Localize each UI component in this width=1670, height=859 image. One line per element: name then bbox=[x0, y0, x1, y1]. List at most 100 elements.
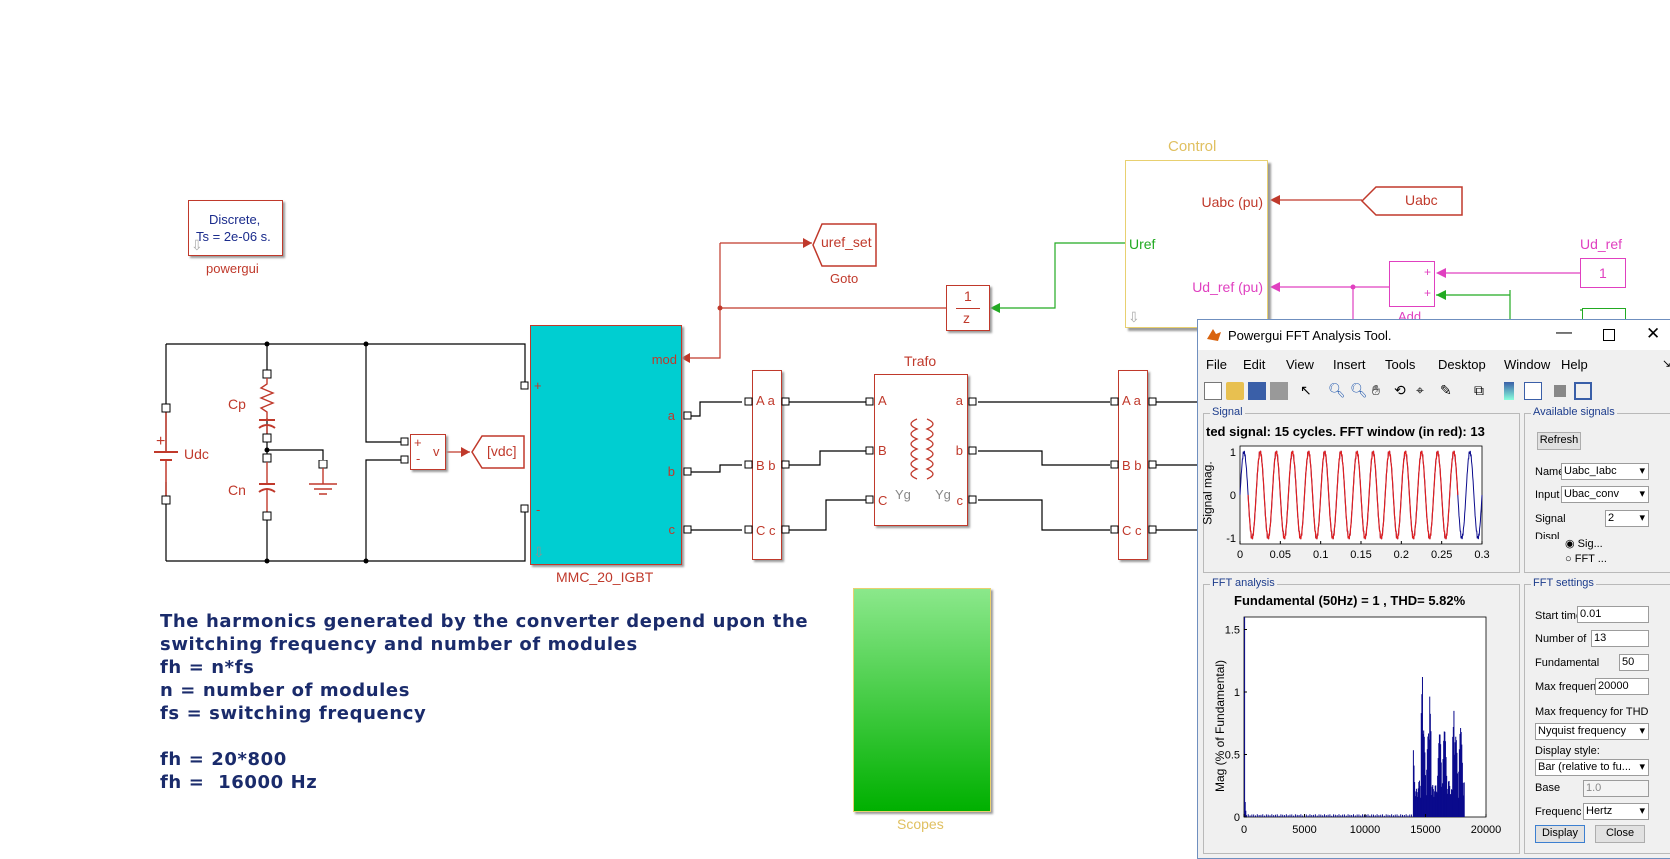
menu-tools[interactable]: Tools bbox=[1385, 357, 1416, 372]
control-subsystem[interactable]: Uabc (pu) Uref Ud_ref (pu) ⇩ bbox=[1125, 160, 1268, 328]
trafo-yg2: Yg bbox=[935, 487, 951, 502]
legend-icon[interactable] bbox=[1524, 382, 1542, 400]
colorbar-icon[interactable] bbox=[1504, 382, 1514, 400]
udc-battery[interactable]: + bbox=[148, 400, 188, 510]
close-icon[interactable]: ✕ bbox=[1646, 324, 1661, 343]
input-select[interactable]: Ubac_conv bbox=[1561, 486, 1649, 503]
pan-icon[interactable]: ✋︎ bbox=[1372, 382, 1380, 398]
menu-view[interactable]: View bbox=[1286, 357, 1314, 372]
maximize-icon[interactable] bbox=[1603, 329, 1615, 341]
scopes-subsystem[interactable] bbox=[853, 588, 991, 812]
vmeas-plus: + bbox=[414, 435, 422, 450]
signal-panel-title: Signal bbox=[1210, 406, 1245, 418]
trafo-A: A bbox=[878, 393, 887, 408]
svg-text:+: + bbox=[156, 433, 165, 450]
open-folder-icon[interactable] bbox=[1226, 382, 1244, 400]
udref-const-label: Ud_ref bbox=[1580, 236, 1623, 252]
fundamental-label: Fundamental bbox=[1535, 657, 1600, 669]
display-button[interactable]: Display bbox=[1535, 825, 1585, 843]
menu-file[interactable]: File bbox=[1206, 357, 1227, 372]
note-line: The harmonics generated by the converter… bbox=[160, 611, 809, 632]
matlab-logo-icon bbox=[1207, 329, 1221, 341]
base-input[interactable]: 1.0 bbox=[1583, 780, 1649, 797]
bus2-c: C c bbox=[1122, 523, 1142, 538]
powergui-block[interactable]: Discrete, Ts = 2e-06 s. ⇩ bbox=[188, 200, 283, 256]
hide-plot-tools-icon[interactable] bbox=[1554, 385, 1566, 397]
fft-analysis-panel: FFT analysis Fundamental (50Hz) = 1 , TH… bbox=[1203, 577, 1520, 854]
brush-icon[interactable]: ✎ bbox=[1440, 382, 1452, 398]
cp-branch[interactable] bbox=[250, 368, 284, 528]
menu-help[interactable]: Help bbox=[1561, 357, 1588, 372]
refresh-button[interactable]: Refresh bbox=[1537, 432, 1581, 450]
signal-panel: Signal ted signal: 15 cycles. FFT window… bbox=[1201, 406, 1520, 573]
vdc-goto-text: [vdc] bbox=[487, 443, 517, 459]
display-style-select[interactable]: Bar (relative to fu... bbox=[1535, 759, 1649, 776]
add-block[interactable]: + + bbox=[1389, 261, 1435, 307]
minimize-icon[interactable]: — bbox=[1556, 324, 1572, 341]
signal-ytick-label: 0 bbox=[1230, 490, 1236, 502]
unit-delay-block[interactable]: 1 z bbox=[946, 285, 990, 331]
signal-select[interactable]: 2 bbox=[1605, 510, 1649, 527]
menu-edit[interactable]: Edit bbox=[1243, 357, 1266, 372]
delay-num: 1 bbox=[964, 288, 972, 304]
thd-max-label: Max frequency for THD bbox=[1535, 706, 1649, 718]
menu-desktop[interactable]: Desktop bbox=[1438, 357, 1486, 372]
radio-signal[interactable]: ◉ Sig... bbox=[1565, 537, 1603, 550]
delay-den: z bbox=[963, 310, 970, 326]
print-icon[interactable] bbox=[1270, 382, 1288, 400]
note-line: fs = switching frequency bbox=[160, 703, 427, 724]
save-icon[interactable] bbox=[1248, 382, 1266, 400]
close-button[interactable]: Close bbox=[1595, 825, 1645, 843]
bus-bar-1[interactable]: A a B b C c bbox=[752, 370, 782, 560]
vmeas-v: v bbox=[433, 444, 440, 459]
figure-toolbar: ↖ 🔍︎ 🔍︎ ✋︎ ⟲ ⌖ ✎ ⧉ bbox=[1198, 378, 1670, 404]
udref-const-block[interactable]: 1 bbox=[1580, 258, 1626, 288]
menu-window[interactable]: Window bbox=[1504, 357, 1551, 372]
fundamental-input[interactable]: 50 bbox=[1619, 654, 1649, 671]
delay-fraction-line bbox=[956, 308, 980, 309]
ground-icon bbox=[309, 460, 337, 495]
toolbar-dock-icon[interactable]: ↘ bbox=[1662, 358, 1670, 370]
start-time-label: Start time bbox=[1535, 610, 1577, 622]
radio-fft[interactable]: ○ FFT ... bbox=[1565, 553, 1607, 565]
menu-insert[interactable]: Insert bbox=[1333, 357, 1366, 372]
window-titlebar[interactable]: Powergui FFT Analysis Tool. — ✕ bbox=[1198, 320, 1670, 350]
uabc-from-block[interactable] bbox=[1360, 185, 1464, 217]
data-cursor-icon[interactable]: ⌖ bbox=[1416, 382, 1424, 398]
down-arrow-icon: ⇩ bbox=[1128, 309, 1140, 325]
control-title: Control bbox=[1168, 138, 1217, 155]
bus-bar-2[interactable]: A a B b C c bbox=[1118, 370, 1148, 560]
down-arrow-icon: ⇩ bbox=[533, 544, 545, 560]
max-freq-input[interactable]: 20000 bbox=[1595, 678, 1649, 695]
scopes-label: Scopes bbox=[897, 816, 944, 832]
pointer-icon[interactable]: ↖ bbox=[1300, 382, 1312, 398]
fft-settings-title: FFT settings bbox=[1531, 577, 1596, 589]
link-plot-icon[interactable]: ⧉ bbox=[1474, 382, 1484, 398]
fft-plot-title: Fundamental (50Hz) = 1 , THD= 5.82% bbox=[1234, 593, 1466, 608]
mmc-label: MMC_20_IGBT bbox=[556, 569, 654, 585]
signal-xtick-label: 0.2 bbox=[1394, 549, 1409, 561]
goto-block[interactable] bbox=[812, 222, 878, 268]
fft-analysis-window[interactable]: Powergui FFT Analysis Tool. — ✕ File Edi… bbox=[1197, 319, 1670, 859]
fft-settings-panel: FFT settings Start time 0.01 Number of 1… bbox=[1524, 577, 1670, 854]
num-cycles-input[interactable]: 13 bbox=[1591, 630, 1649, 647]
thd-max-select[interactable]: Nyquist frequency bbox=[1535, 723, 1649, 740]
vdc-goto-block[interactable] bbox=[470, 434, 526, 470]
start-time-input[interactable]: 0.01 bbox=[1577, 606, 1649, 623]
zoom-out-icon[interactable]: 🔍︎ bbox=[1350, 382, 1368, 398]
available-signals-title: Available signals bbox=[1531, 406, 1617, 418]
trafo-block[interactable]: A B C a b c Yg Yg bbox=[874, 374, 968, 526]
mmc-block[interactable]: mod a b c + - ⇩ bbox=[530, 325, 682, 565]
freq-units-label: Frequenc bbox=[1535, 806, 1581, 818]
voltage-measurement-block[interactable]: + - v bbox=[410, 434, 446, 470]
note-line: switching frequency and number of module… bbox=[160, 634, 638, 655]
rotate-icon[interactable]: ⟲ bbox=[1394, 382, 1406, 398]
show-plot-tools-icon[interactable] bbox=[1574, 382, 1592, 400]
freq-units-select[interactable]: Hertz bbox=[1583, 803, 1649, 820]
zoom-in-icon[interactable]: 🔍︎ bbox=[1328, 382, 1346, 398]
new-file-icon[interactable] bbox=[1204, 382, 1222, 400]
uabc-from-text: Uabc bbox=[1405, 192, 1438, 208]
name-select[interactable]: Uabc_Iabc bbox=[1561, 463, 1649, 480]
